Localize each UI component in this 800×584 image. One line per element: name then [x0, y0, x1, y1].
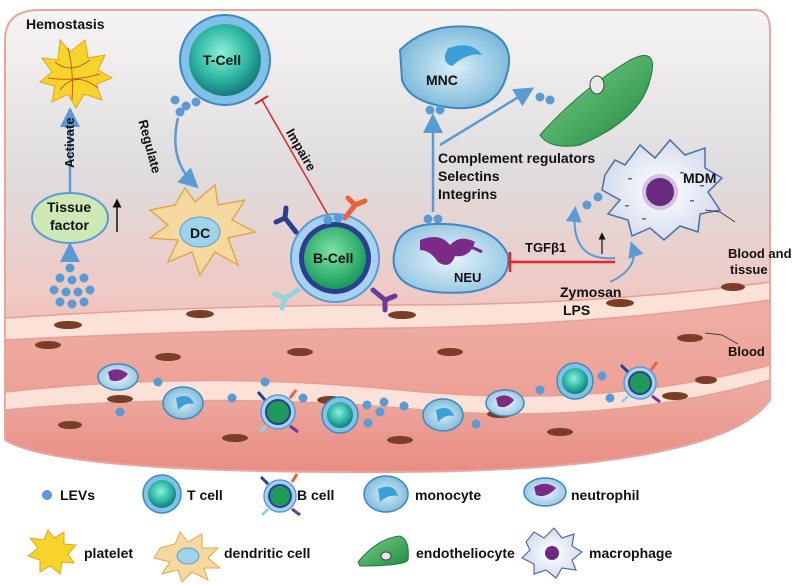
legend-endotheliocyte-icon	[357, 535, 409, 567]
legend-monocyte-icon	[363, 475, 409, 513]
zymosan-label: Zymosan	[560, 284, 622, 300]
legend-dendritic-icon	[153, 531, 222, 583]
tissue-factor-label-line1: Tissue	[47, 199, 92, 215]
legend-lev-icon	[42, 490, 52, 500]
integrins-label: Integrins	[438, 186, 498, 202]
blood-and-tissue-label-line1: Blood and	[728, 246, 792, 261]
legend-levs-label: LEVs	[60, 487, 96, 503]
legend-neutrophil-icon	[523, 477, 567, 507]
neu-to-endothelium-arrow	[439, 87, 535, 147]
legend-macrophage-icon	[520, 527, 584, 579]
neu-label: NEU	[454, 270, 482, 285]
legend-neutrophil-label: neutrophil	[571, 487, 640, 503]
legend-bcell-label: B cell	[297, 487, 335, 503]
legend-dendritic-label: dendritic cell	[224, 545, 311, 561]
tgfb1-label: TGFβ1	[525, 240, 567, 255]
selectins-label: Selectins	[438, 168, 500, 184]
b-cell	[272, 195, 398, 313]
tissue-factor-label-line2: factor	[50, 217, 89, 233]
tcell-label: T-Cell	[203, 52, 242, 68]
mdm-to-neu-arrow	[565, 206, 616, 260]
legend-endotheliocyte-label: endotheliocyte	[416, 545, 515, 561]
bcell-label: B-Cell	[313, 250, 354, 266]
blood-callout	[704, 332, 739, 345]
vessel-bcell-1	[256, 389, 299, 434]
platelet-cluster	[38, 38, 114, 110]
vessel-monocyte-1	[162, 386, 204, 420]
legend-tcell-icon	[142, 474, 182, 514]
activate-label: Activate	[62, 117, 77, 168]
legend-platelet-label: platelet	[84, 545, 134, 561]
vessel-neutrophil-1	[97, 363, 139, 391]
vessel-levs	[115, 371, 615, 429]
dendritic-cell	[147, 183, 258, 277]
vessel-neutrophil-2	[485, 389, 525, 417]
mnc-monocyte	[398, 25, 510, 110]
vessel-tcell-1	[321, 396, 359, 434]
legend-platelet-icon	[26, 528, 78, 575]
impaire-inhibit-bar	[254, 95, 269, 105]
zymosan-lps-arrow	[609, 241, 644, 283]
legend-bcell-icon	[259, 473, 301, 517]
mdm-macrophage	[601, 138, 724, 241]
vessel-tcell-2	[556, 362, 594, 400]
mdm-label: MDM	[683, 170, 717, 186]
lps-label: LPS	[563, 302, 591, 318]
neu-neutrophil	[392, 222, 510, 294]
vessel-bcell-2	[619, 361, 661, 404]
legend-tcell-label: T cell	[187, 487, 223, 503]
regulate-arrow	[174, 117, 199, 189]
vessel-nuclei	[35, 283, 745, 444]
impaire-inhibit-line	[261, 99, 333, 223]
mnc-label: MNC	[426, 72, 458, 88]
t-cell	[170, 14, 271, 117]
dc-label: DC	[190, 225, 211, 241]
blood-label: Blood	[728, 344, 765, 359]
hemostasis-label: Hemostasis	[26, 16, 105, 32]
legend-macrophage-label: macrophage	[589, 545, 673, 561]
blood-tissue-callout	[704, 209, 736, 223]
blood-and-tissue-label-line2: tissue	[730, 262, 768, 277]
legend-monocyte-label: monocyte	[415, 487, 482, 503]
endotheliocyte	[539, 55, 653, 147]
vessel-monocyte-2	[422, 398, 464, 432]
complement-regulators-label: Complement regulators	[438, 150, 596, 166]
lev-pile	[49, 263, 95, 309]
